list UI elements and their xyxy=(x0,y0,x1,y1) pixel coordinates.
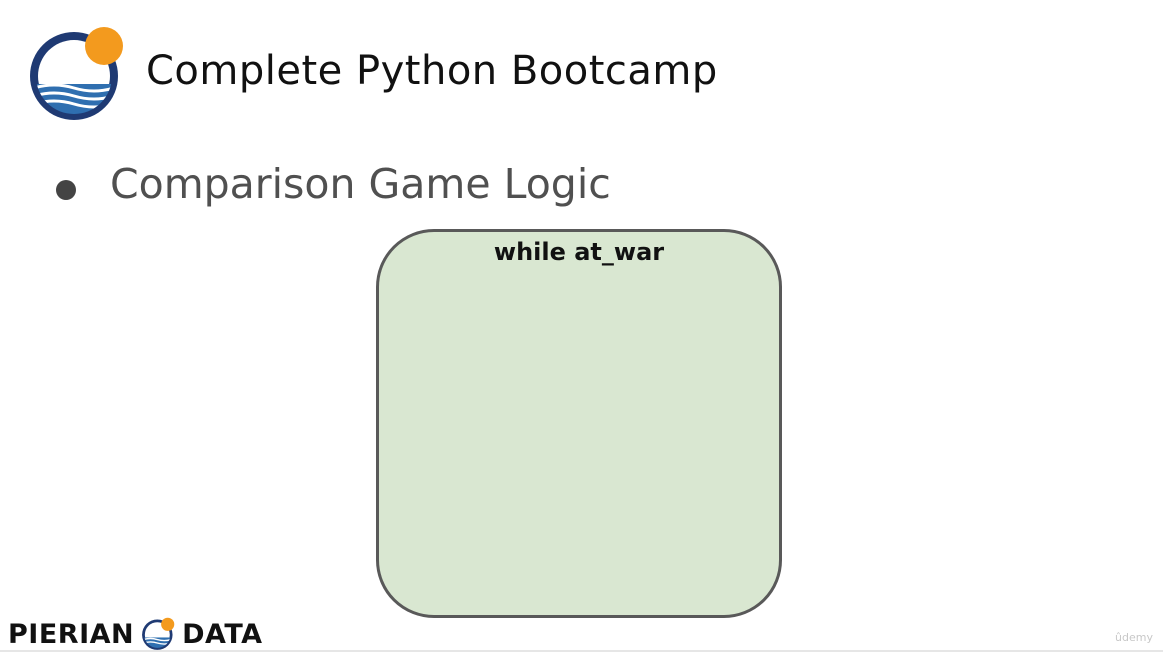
footer-brand-right: DATA xyxy=(182,618,263,650)
sun-over-waves-logo-icon xyxy=(142,617,175,650)
bottom-divider xyxy=(0,650,1163,652)
footer-brand-left: PIERIAN xyxy=(8,618,135,650)
footer-brand: PIERIAN DATA xyxy=(8,614,263,652)
while-loop-box: while at_war xyxy=(376,229,782,618)
udemy-watermark: ûdemy xyxy=(1115,631,1153,644)
sun-over-waves-logo-icon xyxy=(30,27,123,120)
bullet-dot xyxy=(56,180,76,200)
loop-box-label: while at_war xyxy=(493,238,665,266)
bullet-text: Comparison Game Logic xyxy=(110,160,611,208)
course-title: Complete Python Bootcamp xyxy=(146,48,718,94)
